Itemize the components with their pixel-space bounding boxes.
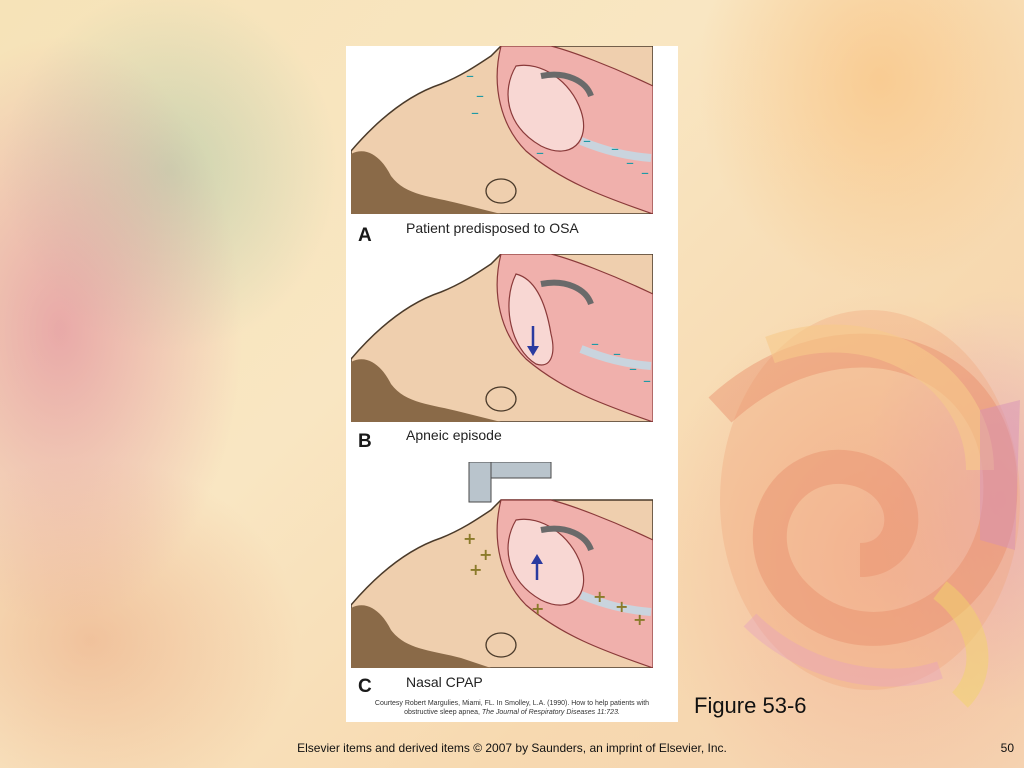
panel-a-caption: Patient predisposed to OSA bbox=[406, 220, 579, 236]
svg-text:–: – bbox=[583, 131, 591, 150]
panel-a-illustration: – – – – – – – – bbox=[351, 46, 653, 214]
head-airway-illustration-b: – – – – bbox=[351, 254, 653, 422]
head-airway-illustration-a: – – – – – – – – bbox=[351, 46, 653, 214]
head-airway-illustration-c: + + + + + + + bbox=[351, 462, 653, 668]
panel-c-caption: Nasal CPAP bbox=[406, 674, 483, 690]
svg-text:+: + bbox=[615, 597, 628, 616]
osa-figure: – – – – – – – – A Patient predisposed to… bbox=[346, 46, 678, 722]
credit-prefix: obstructive sleep apnea, bbox=[404, 709, 480, 716]
svg-text:–: – bbox=[643, 371, 651, 390]
svg-text:–: – bbox=[641, 163, 649, 182]
svg-text:+: + bbox=[593, 587, 606, 606]
svg-text:–: – bbox=[476, 86, 484, 105]
svg-text:–: – bbox=[611, 139, 619, 158]
svg-text:+: + bbox=[469, 560, 482, 579]
svg-text:+: + bbox=[531, 599, 544, 618]
credit-volume: 11:723. bbox=[597, 709, 620, 716]
credit-line-2: obstructive sleep apnea, The Journal of … bbox=[346, 708, 678, 717]
panel-a-letter: A bbox=[358, 225, 372, 246]
background-swirl-graphic bbox=[708, 310, 1020, 708]
svg-text:–: – bbox=[613, 344, 621, 363]
svg-text:+: + bbox=[633, 610, 646, 629]
svg-text:+: + bbox=[463, 529, 476, 548]
svg-text:+: + bbox=[479, 545, 492, 564]
credit-line-1: Courtesy Robert Margulies, Miami, FL. In… bbox=[374, 700, 650, 707]
figure-credit: Courtesy Robert Margulies, Miami, FL. In… bbox=[346, 699, 678, 717]
panel-b-letter: B bbox=[358, 431, 372, 452]
panel-b-caption: Apneic episode bbox=[406, 427, 502, 443]
credit-journal: The Journal of Respiratory Diseases bbox=[481, 709, 596, 716]
svg-text:–: – bbox=[626, 153, 634, 172]
slide-number: 50 bbox=[1000, 741, 1014, 755]
svg-text:–: – bbox=[471, 103, 479, 122]
panel-c-illustration: + + + + + + + bbox=[351, 462, 653, 668]
panel-b-illustration: – – – – bbox=[351, 254, 653, 422]
panel-c-letter: C bbox=[358, 676, 372, 697]
copyright-footer: Elsevier items and derived items © 2007 … bbox=[297, 741, 727, 755]
svg-text:–: – bbox=[466, 66, 474, 85]
svg-text:–: – bbox=[591, 334, 599, 353]
svg-text:–: – bbox=[536, 143, 544, 162]
svg-text:–: – bbox=[629, 359, 637, 378]
figure-label: Figure 53-6 bbox=[694, 693, 807, 718]
